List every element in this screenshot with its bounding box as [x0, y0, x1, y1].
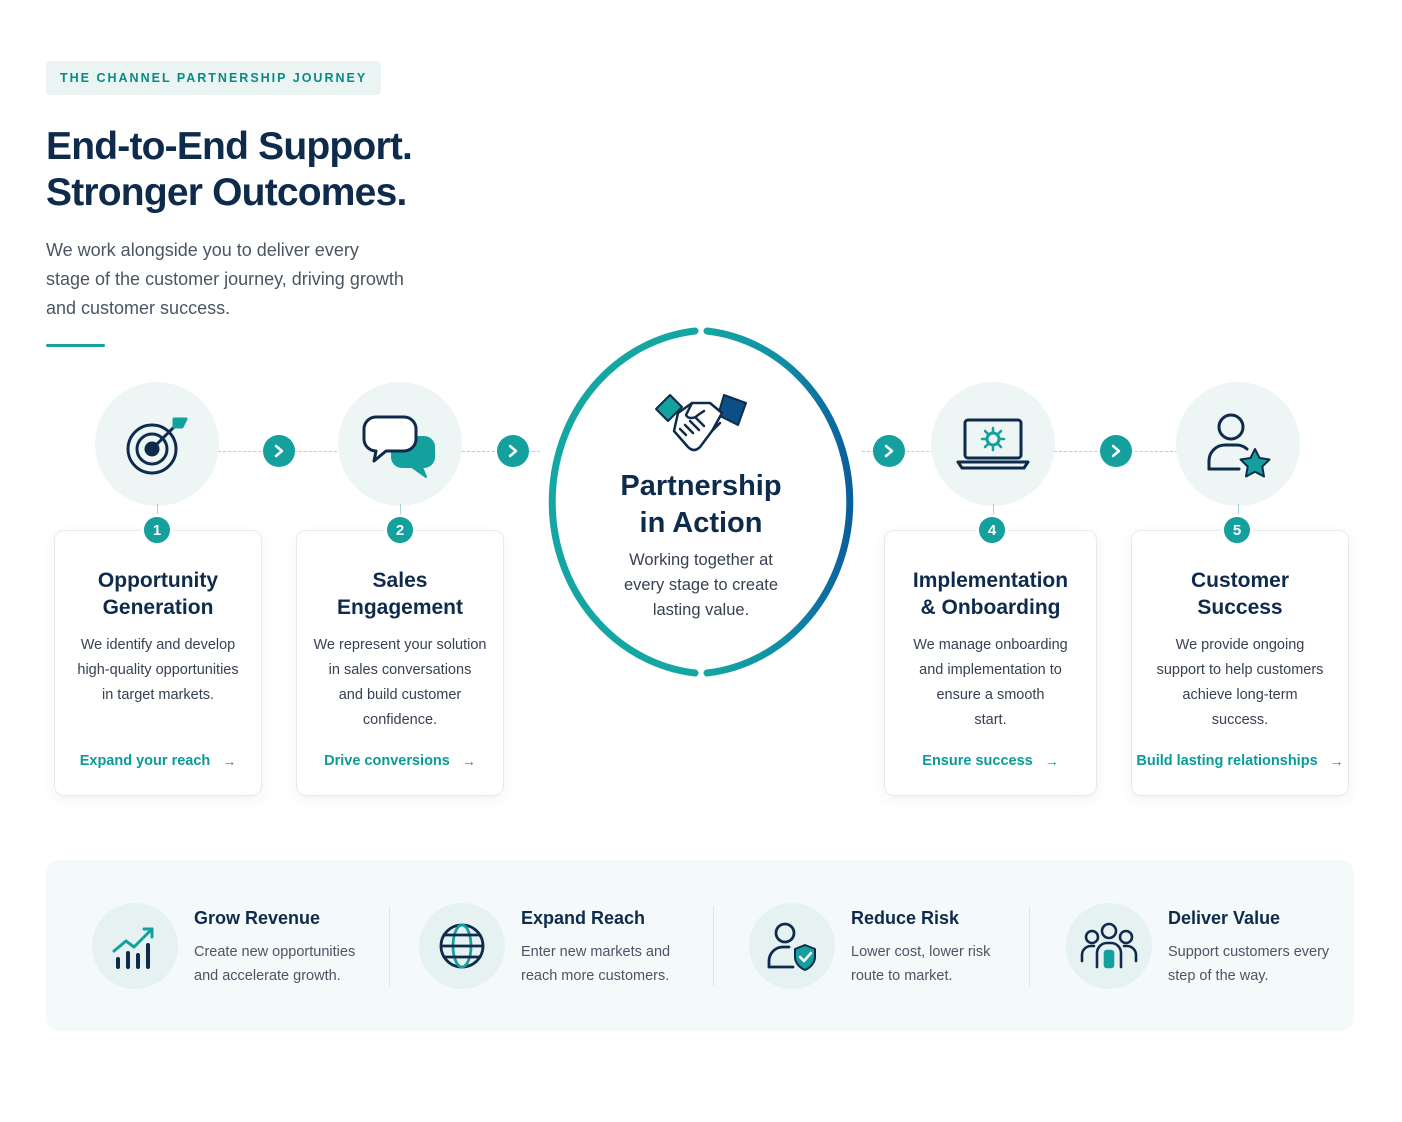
partnership-hub: Partnership in Action Working together a…: [535, 323, 867, 681]
stage-4-description: We manage onboarding and implementation …: [913, 637, 1068, 728]
stage-1-icon-circle: [95, 382, 219, 506]
stage-5-stem: [1238, 504, 1239, 516]
benefit-1-title: Grow Revenue: [194, 908, 321, 928]
chevron-right-icon: [1111, 444, 1121, 458]
stage-1-link[interactable]: Expand your reach →: [55, 753, 261, 769]
eyebrow-label: THE CHANNEL PARTNERSHIP JOURNEY: [46, 61, 382, 95]
benefit-expand-reach: Expand Reach Enter new markets and reach…: [419, 860, 709, 1031]
benefit-4-icon-circle: [1066, 903, 1152, 989]
hub-subtitle: Working together at every stage to creat…: [623, 551, 779, 619]
benefit-2-description: Enter new markets and reach more custome…: [521, 944, 671, 984]
benefit-3-icon-circle: [749, 903, 835, 989]
intro-paragraph: We work alongside you to deliver every s…: [46, 240, 404, 318]
team-icon: [1080, 922, 1138, 969]
benefit-divider-2: [713, 906, 714, 986]
stage-card-1: Opportunity Generation We identify and d…: [54, 530, 262, 796]
stage-4-title: Implementation & Onboarding: [912, 569, 1069, 619]
headline-line-2: Stronger Outcomes.: [46, 171, 407, 214]
stage-2-description: We represent your solution in sales conv…: [313, 637, 487, 728]
stage-5-number: 5: [1221, 514, 1253, 546]
next-arrow-1: [263, 435, 295, 467]
user-star-icon: [1207, 413, 1271, 478]
stage-2-link[interactable]: Drive conversions →: [297, 753, 503, 769]
hub-title: Partnership in Action: [620, 470, 782, 539]
benefit-2-icon-circle: [419, 903, 505, 989]
stage-1-description: We identify and develop high-quality opp…: [77, 637, 239, 703]
arrow-right-icon: →: [1044, 753, 1059, 769]
stage-2-link-label: Drive conversions: [324, 753, 450, 769]
globe-icon: [439, 923, 485, 969]
chevron-right-icon: [274, 444, 284, 458]
stage-1-stem: [157, 504, 158, 516]
next-arrow-2: [497, 435, 529, 467]
target-icon: [126, 417, 188, 475]
benefit-grow-revenue: Grow Revenue Create new opportunities an…: [92, 860, 382, 1031]
stage-2-stem: [400, 504, 401, 516]
stage-4-link-label: Ensure success: [922, 753, 1033, 769]
accent-divider: [46, 344, 105, 347]
arrow-right-icon: →: [222, 753, 237, 769]
stage-5-link-label: Build lasting relationships: [1136, 753, 1318, 769]
stage-4-stem: [993, 504, 994, 516]
benefit-3-title: Reduce Risk: [851, 908, 960, 928]
stage-card-4: Implementation & Onboarding We manage on…: [884, 530, 1097, 796]
stage-5-link[interactable]: Build lasting relationships →: [1132, 753, 1348, 769]
benefit-4-title: Deliver Value: [1168, 908, 1281, 928]
arrow-right-icon: →: [461, 753, 476, 769]
benefit-2-title: Expand Reach: [521, 908, 646, 928]
benefit-deliver-value: Deliver Value Support customers every st…: [1066, 860, 1354, 1031]
benefit-3-description: Lower cost, lower risk route to market.: [851, 944, 991, 984]
stage-5-icon-circle: [1176, 382, 1300, 506]
stage-1-title: Opportunity Generation: [97, 569, 219, 619]
benefit-1-icon-circle: [92, 903, 178, 989]
page-title: End-to-End Support. Stronger Outcomes.: [46, 124, 413, 216]
next-arrow-4: [1100, 435, 1132, 467]
benefit-4-description: Support customers every step of the way.: [1168, 944, 1330, 984]
handshake-icon: [655, 394, 747, 452]
headline-line-1: End-to-End Support.: [46, 125, 413, 168]
benefit-divider-3: [1029, 906, 1030, 986]
chevron-right-icon: [508, 444, 518, 458]
benefits-panel: Grow Revenue Create new opportunities an…: [46, 860, 1354, 1031]
stage-card-5: Customer Success We provide ongoing supp…: [1131, 530, 1349, 796]
chat-bubbles-icon: [362, 415, 435, 478]
growth-chart-icon: [112, 927, 154, 969]
stage-4-icon-circle: [931, 382, 1055, 506]
stage-5-title: Customer Success: [1190, 569, 1290, 619]
arrow-right-icon: →: [1329, 753, 1344, 769]
stage-2-number: 2: [384, 514, 416, 546]
stage-card-2: Sales Engagement We represent your solut…: [296, 530, 504, 796]
stage-2-title: Sales Engagement: [336, 569, 464, 619]
benefit-1-description: Create new opportunities and accelerate …: [194, 944, 356, 984]
stage-2-icon-circle: [338, 382, 462, 506]
stage-1-number: 1: [141, 514, 173, 546]
next-arrow-3: [873, 435, 905, 467]
stage-4-number: 4: [976, 514, 1008, 546]
user-shield-icon: [767, 922, 816, 971]
stage-5-description: We provide ongoing support to help custo…: [1156, 637, 1324, 728]
stage-4-link[interactable]: Ensure success →: [885, 753, 1096, 769]
chevron-right-icon: [884, 444, 894, 458]
stage-1-link-label: Expand your reach: [79, 753, 211, 769]
hub-ring: [541, 327, 861, 677]
laptop-gear-icon: [956, 418, 1030, 470]
benefit-reduce-risk: Reduce Risk Lower cost, lower risk route…: [749, 860, 1039, 1031]
benefit-divider-1: [389, 906, 390, 986]
